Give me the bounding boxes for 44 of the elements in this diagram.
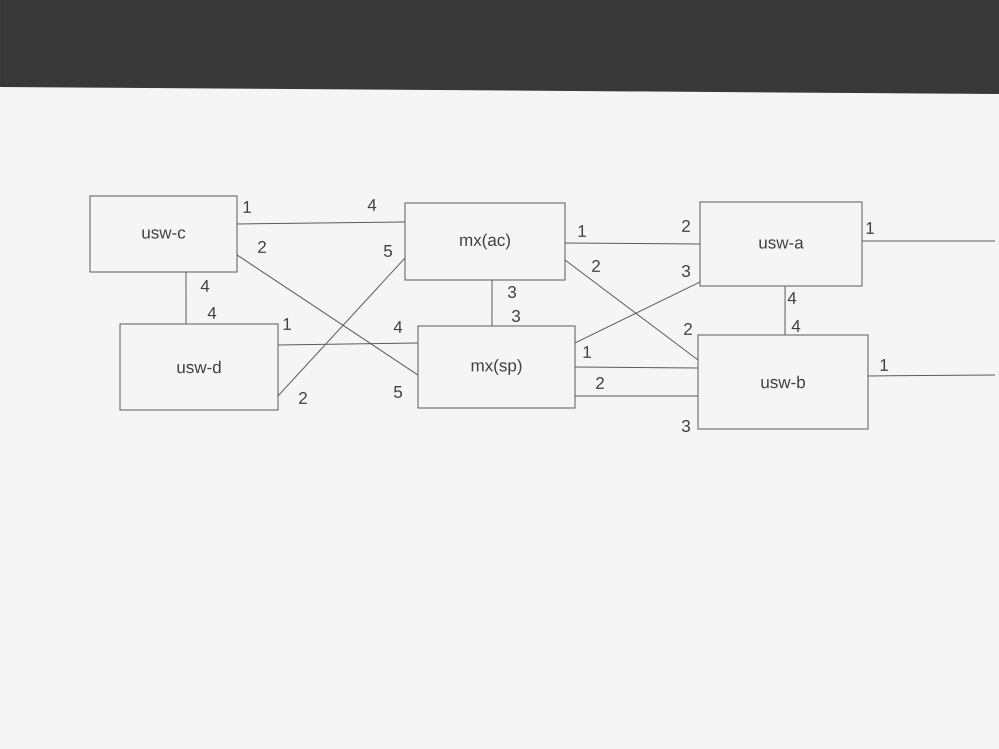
port-number: 4 — [788, 292, 796, 304]
port-number: 4 — [792, 320, 800, 332]
device-box: mx(ac) — [404, 202, 566, 280]
port-number: 3 — [682, 420, 690, 432]
port-number: 3 — [512, 310, 520, 322]
port-number: 4 — [200, 280, 210, 292]
port-number: 2 — [258, 241, 266, 253]
cable-line — [491, 279, 493, 326]
port-number: 4 — [394, 321, 402, 333]
cable-line — [278, 257, 406, 396]
port-number: 1 — [880, 359, 888, 371]
port-number: 4 — [368, 199, 376, 211]
cable-stub — [862, 240, 996, 242]
cable-line — [574, 396, 698, 397]
port-number: 4 — [208, 307, 216, 319]
port-number: 2 — [299, 392, 307, 404]
device-box: usw-d — [120, 323, 278, 410]
device-box: usw-a — [700, 202, 862, 286]
port-number: 1 — [578, 225, 586, 237]
port-number: 2 — [684, 323, 692, 335]
port-number: 1 — [584, 346, 591, 358]
cable-line — [574, 281, 700, 344]
port-number: 5 — [384, 245, 392, 257]
port-number: 5 — [394, 386, 402, 398]
port-number: 2 — [592, 260, 600, 272]
port-number: 1 — [284, 318, 291, 330]
device-box: mx(sp) — [418, 325, 576, 408]
port-number: 3 — [682, 264, 690, 277]
device-box: usw-b — [698, 334, 868, 430]
port-number: 1 — [866, 222, 874, 234]
device-box: usw-c — [90, 195, 238, 272]
port-number: 2 — [596, 377, 604, 389]
cable-line — [564, 242, 700, 244]
cable-stub — [868, 374, 996, 376]
cable-line — [564, 259, 698, 360]
port-number: 2 — [682, 220, 690, 232]
cable-line — [574, 366, 698, 368]
cable-line — [278, 342, 418, 346]
port-number: 3 — [508, 286, 516, 298]
port-number: 1 — [244, 201, 251, 213]
cable-line — [186, 272, 187, 324]
cable-line — [236, 254, 418, 376]
cable-line — [236, 222, 406, 224]
cable-line — [784, 285, 786, 336]
